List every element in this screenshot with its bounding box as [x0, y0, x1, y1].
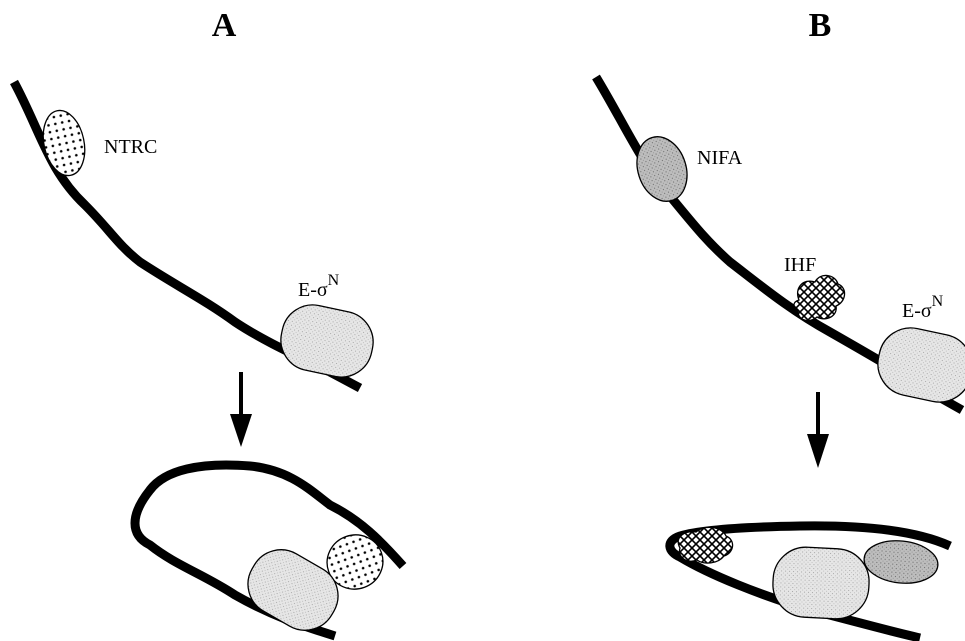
- ihf-icon: [794, 275, 845, 320]
- panel-b-label: B: [809, 7, 832, 44]
- nifa-label: NIFA: [697, 147, 743, 169]
- ihf-icon-bound: [678, 527, 732, 563]
- polymerase-icon-a-top: [275, 299, 379, 383]
- polymerase-icon-b-bottom: [771, 546, 871, 621]
- polymerase-label-b: E-σN: [902, 293, 944, 322]
- panel-a-label: A: [212, 7, 237, 44]
- panel-a: A NTRC E-σN: [14, 7, 403, 641]
- nifa-icon: [629, 130, 695, 208]
- ntrc-icon: [38, 107, 91, 180]
- ihf-label: IHF: [784, 254, 816, 276]
- down-arrow-icon-a: [230, 372, 252, 447]
- panel-b: B NIFA IHF E-σN: [596, 7, 965, 638]
- down-arrow-icon-b: [807, 392, 829, 468]
- nifa-icon-bound: [862, 537, 940, 587]
- polymerase-icon-b-top: [872, 322, 965, 408]
- polymerase-label-a: E-σN: [298, 272, 340, 301]
- ntrc-label: NTRC: [104, 136, 157, 158]
